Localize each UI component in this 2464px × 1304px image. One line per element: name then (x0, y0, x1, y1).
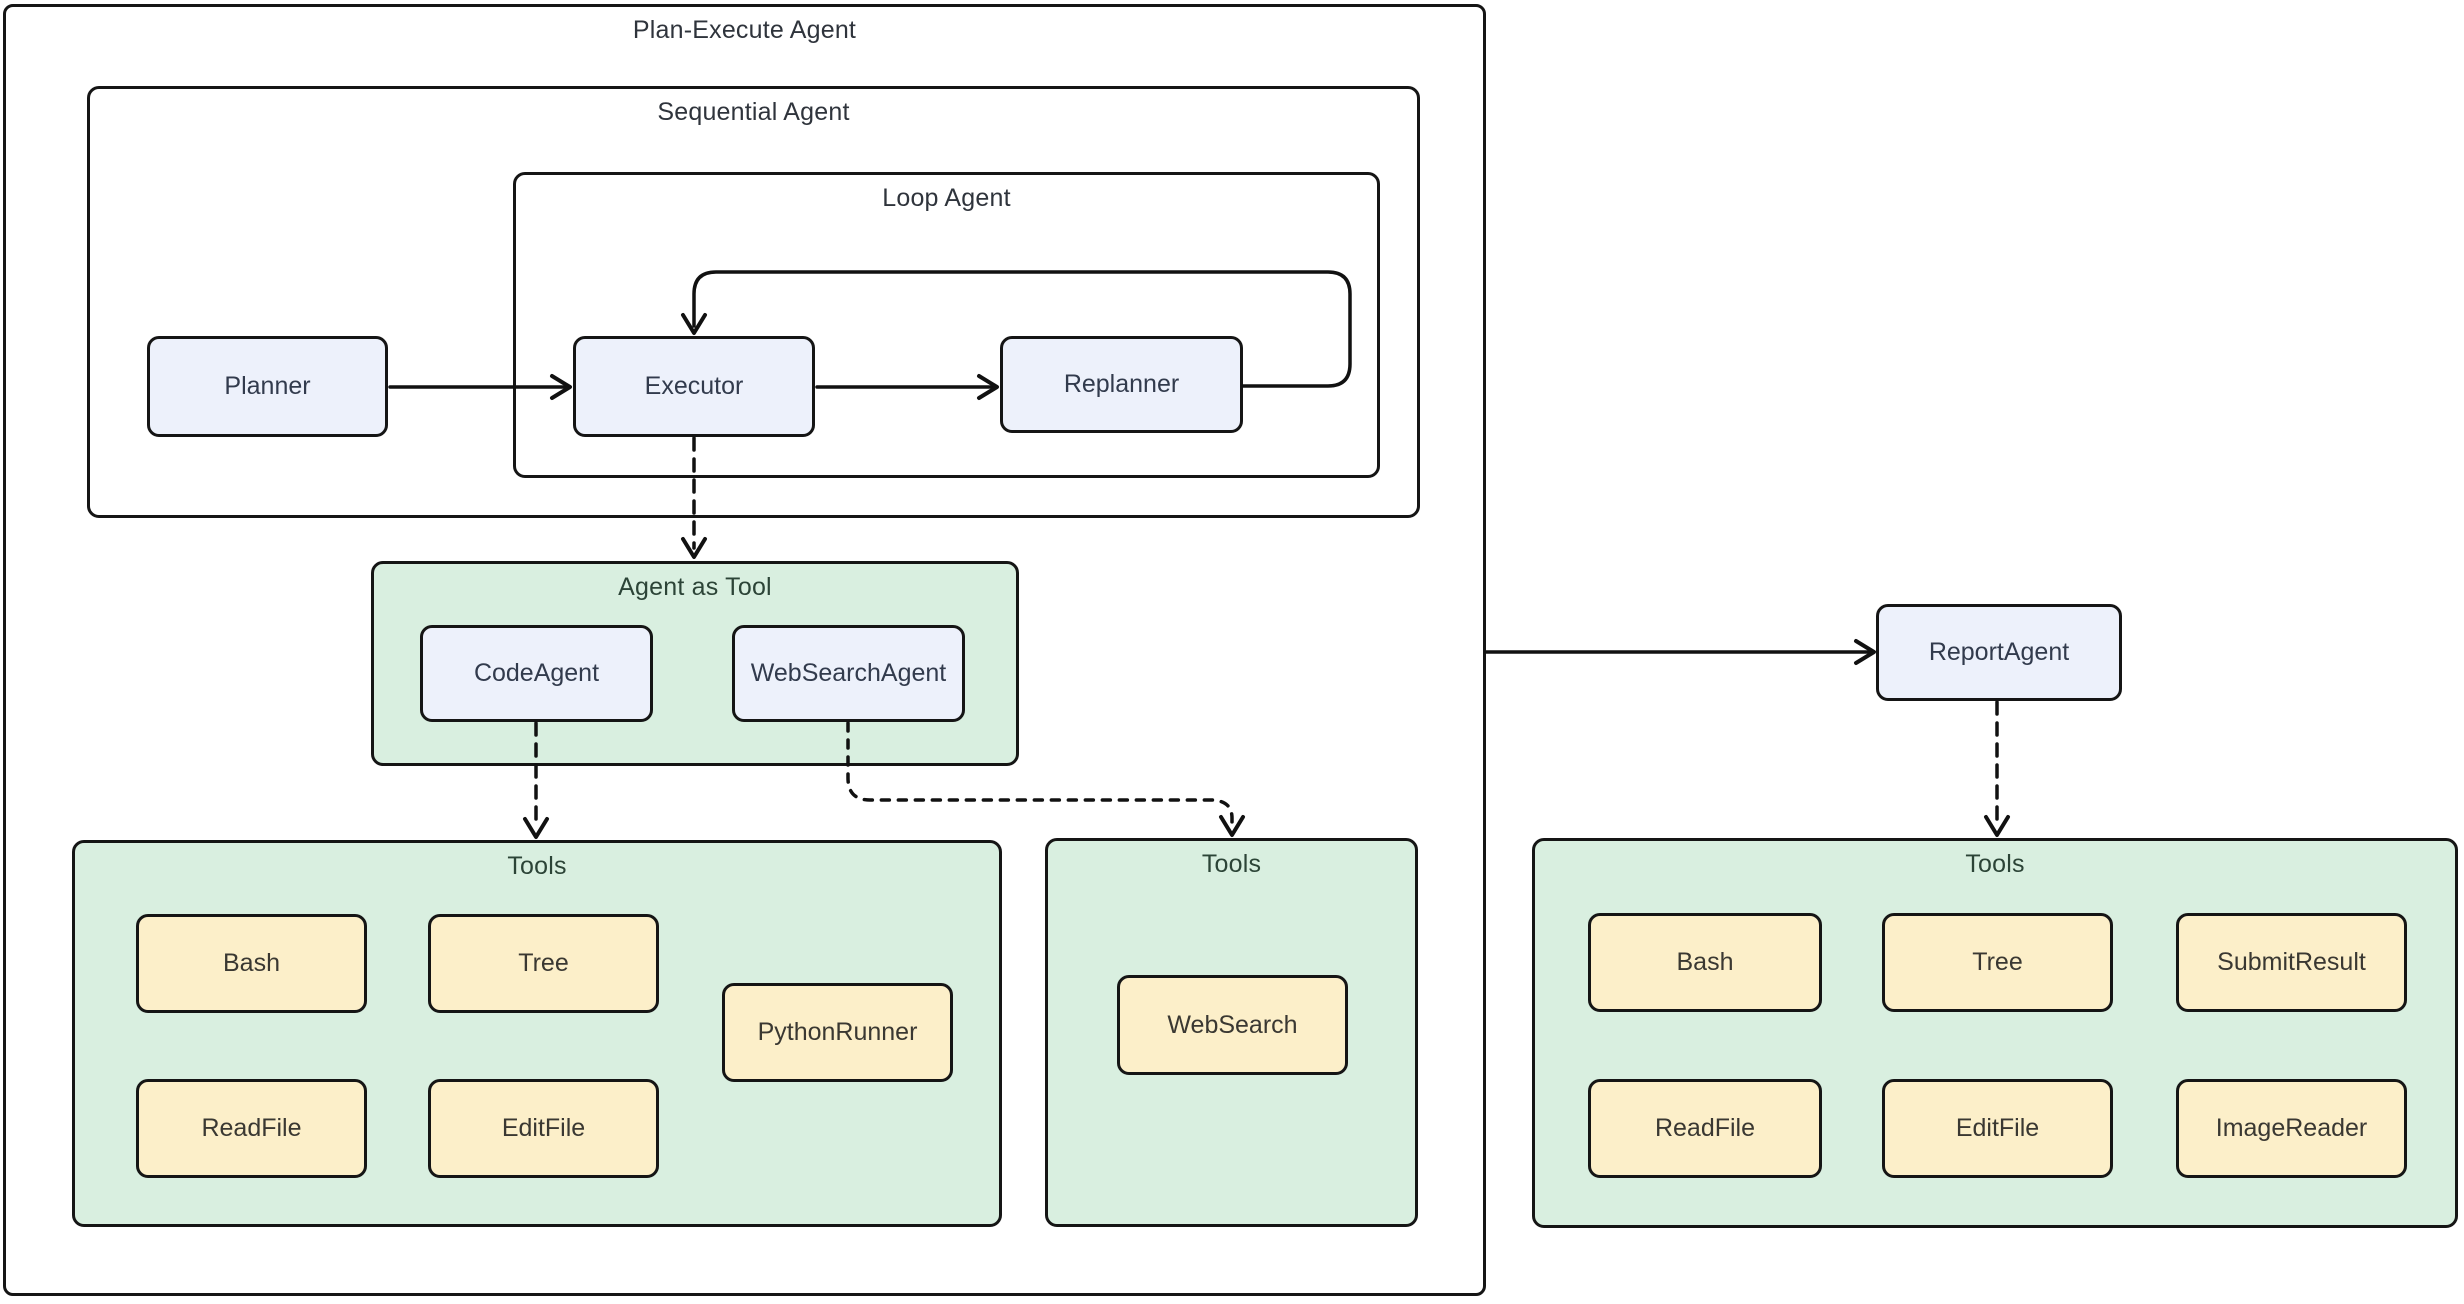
group-title-plan-execute-agent: Plan-Execute Agent (632, 16, 857, 44)
node-executor: Executor (573, 336, 815, 437)
tool-left-bash: Bash (136, 914, 367, 1013)
arrowhead-report-agent-to-tools-right (1984, 815, 2010, 837)
tool-left-tree: Tree (428, 914, 659, 1013)
group-title-agent-as-tool: Agent as Tool (618, 573, 772, 601)
tool-left-read-file: ReadFile (136, 1079, 367, 1178)
arrowhead-plan-execute-to-report-agent (1854, 639, 1876, 665)
node-planner: Planner (147, 336, 388, 437)
tool-right-submit-result: SubmitResult (2176, 913, 2407, 1012)
group-title-tools-mid: Tools (1201, 850, 1262, 878)
group-title-sequential-agent: Sequential Agent (657, 98, 850, 126)
group-sequential-agent: Sequential Agent (87, 86, 1420, 518)
tool-right-read-file: ReadFile (1588, 1079, 1822, 1178)
group-plan-execute-agent: Plan-Execute Agent (3, 4, 1486, 1296)
tool-right-edit-file: EditFile (1882, 1079, 2113, 1178)
group-title-loop-agent: Loop Agent (882, 184, 1011, 212)
tool-left-edit-file: EditFile (428, 1079, 659, 1178)
tool-right-bash: Bash (1588, 913, 1822, 1012)
node-report-agent: ReportAgent (1876, 604, 2122, 701)
node-code-agent: CodeAgent (420, 625, 653, 722)
node-replanner: Replanner (1000, 336, 1243, 433)
group-title-tools-left: Tools (507, 852, 567, 880)
tool-right-tree: Tree (1882, 913, 2113, 1012)
group-loop-agent: Loop Agent (513, 172, 1380, 478)
tool-mid-web-search: WebSearch (1117, 975, 1348, 1075)
tool-left-python-runner: PythonRunner (722, 983, 953, 1082)
node-web-search-agent: WebSearchAgent (732, 625, 965, 722)
tool-right-image-reader: ImageReader (2176, 1079, 2407, 1178)
group-title-tools-right: Tools (1965, 850, 2025, 878)
